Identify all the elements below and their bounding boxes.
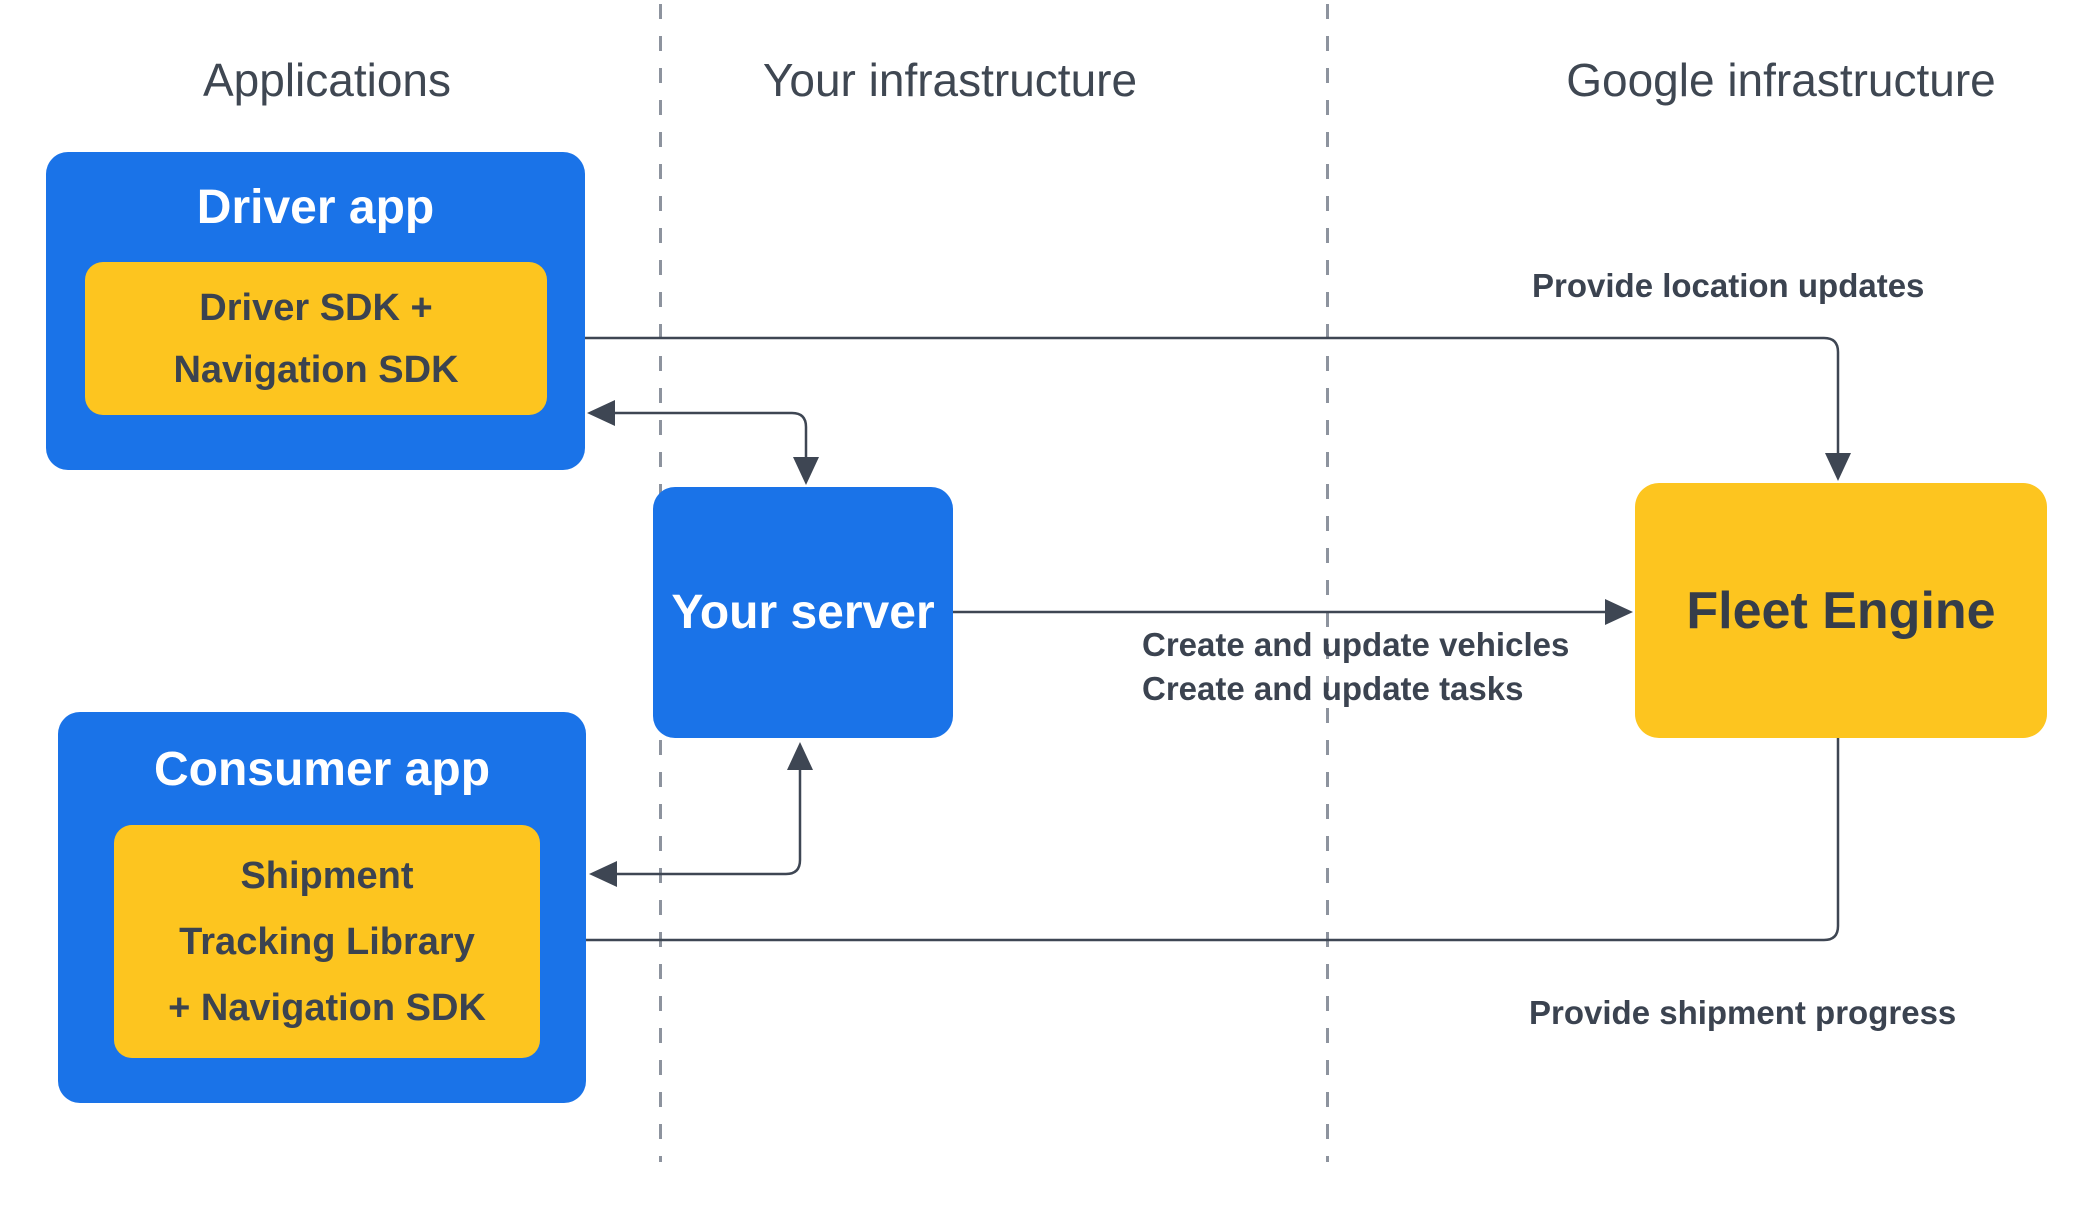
driver-sdk-line-1: Driver SDK + <box>199 286 433 329</box>
arrowhead-into-fleet-engine-left <box>1605 599 1633 625</box>
column-header-google-infrastructure: Google infrastructure <box>1566 54 1996 106</box>
label-provide-location-updates: Provide location updates <box>1532 267 1925 304</box>
arrowhead-into-your-server-top <box>793 457 819 485</box>
your-server-title: Your server <box>671 586 935 639</box>
tracking-library-line-2: Tracking Library <box>179 920 475 963</box>
tracking-library-line-1: Shipment <box>240 854 414 897</box>
shipment-tracking-library-node: Shipment Tracking Library + Navigation S… <box>114 825 540 1058</box>
column-header-applications: Applications <box>202 54 452 106</box>
column-header-your-infrastructure: Your infrastructure <box>762 54 1138 106</box>
arrowhead-into-consumer-app <box>589 861 617 887</box>
label-provide-shipment-progress: Provide shipment progress <box>1529 994 1957 1031</box>
your-server-node: Your server <box>653 487 953 738</box>
driver-sdk-line-2: Navigation SDK <box>173 348 459 391</box>
label-create-and-update: Create and update vehicles Create and up… <box>1142 623 1569 711</box>
driver-app-title: Driver app <box>196 181 435 234</box>
fleet-engine-node: Fleet Engine <box>1635 483 2047 738</box>
label-create-update-tasks: Create and update tasks <box>1142 670 1524 707</box>
edge-driversdk-fleetengine <box>556 336 1840 458</box>
edge-yourserver-consumerapp <box>612 763 802 876</box>
edge-driverapp-yourserver <box>595 411 808 462</box>
consumer-app-title: Consumer app <box>153 743 491 796</box>
driver-sdk-node: Driver SDK + Navigation SDK <box>85 262 547 415</box>
tracking-library-line-3: + Navigation SDK <box>168 986 486 1029</box>
edge-fleetengine-trackinglibrary <box>566 738 1840 942</box>
arrowhead-into-fleet-engine-top <box>1825 453 1851 481</box>
fleet-engine-title: Fleet Engine <box>1686 581 1996 640</box>
arrowhead-into-your-server-bottom <box>787 742 813 770</box>
arrowhead-into-driver-app <box>587 400 615 426</box>
label-create-update-vehicles: Create and update vehicles <box>1142 626 1570 663</box>
